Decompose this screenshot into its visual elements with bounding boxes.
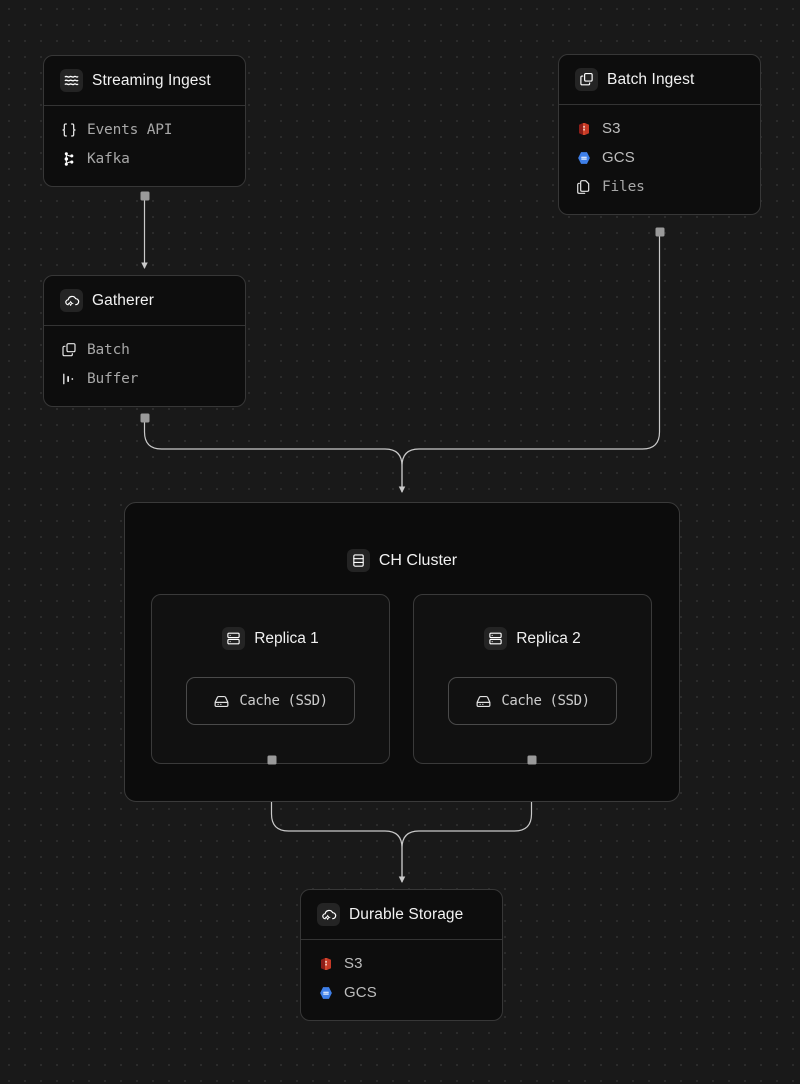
- edge-batch-to-cluster: [401, 232, 661, 492]
- aws-s3-icon: [317, 955, 334, 972]
- database-icon: [346, 549, 370, 572]
- list-item-buffer[interactable]: Buffer: [60, 364, 229, 393]
- google-cloud-storage-icon: [317, 984, 334, 1001]
- gatherer-title: Gatherer: [92, 291, 154, 309]
- replica-1-title: Replica 1: [254, 629, 319, 647]
- batch-ingest-items: S3 GCS File: [559, 104, 760, 214]
- aws-s3-icon: [575, 120, 592, 137]
- handle-replica-1-out[interactable]: [267, 755, 276, 765]
- list-item-label: Files: [602, 178, 645, 195]
- node-ch-cluster[interactable]: CH Cluster Replica 1: [124, 502, 680, 802]
- durable-storage-items: S3 GCS: [301, 939, 502, 1020]
- list-item-s3[interactable]: S3: [317, 949, 486, 978]
- durable-storage-title: Durable Storage: [349, 905, 464, 923]
- buffer-bars-icon: [60, 370, 77, 387]
- handle-replica-2-out[interactable]: [527, 755, 536, 765]
- google-cloud-storage-icon: [575, 149, 592, 166]
- hard-drive-icon: [213, 693, 230, 710]
- server-icon: [484, 627, 508, 650]
- list-item-label: Buffer: [87, 370, 139, 387]
- node-replica-2[interactable]: Replica 2 Cache (SSD): [413, 594, 652, 764]
- batch-ingest-title: Batch Ingest: [607, 70, 695, 88]
- handle-batch-ingest-out[interactable]: [655, 227, 664, 237]
- cache-label: Cache (SSD): [501, 693, 590, 709]
- list-item-label: Events API: [87, 121, 173, 138]
- handle-gatherer-out[interactable]: [140, 413, 149, 423]
- node-durable-storage[interactable]: Durable Storage S3: [300, 889, 503, 1021]
- cache-ssd-replica-2[interactable]: Cache (SSD): [448, 677, 617, 725]
- streaming-ingest-header: Streaming Ingest: [44, 56, 245, 105]
- batch-ingest-header: Batch Ingest: [559, 55, 760, 104]
- server-icon: [222, 627, 246, 650]
- list-item-s3[interactable]: S3: [575, 114, 744, 143]
- list-item-gcs[interactable]: GCS: [317, 978, 486, 1007]
- handle-streaming-ingest-out[interactable]: [140, 191, 149, 201]
- node-streaming-ingest[interactable]: Streaming Ingest Events API: [43, 55, 246, 187]
- replica-2-header: Replica 2: [414, 595, 651, 650]
- list-item-label: Kafka: [87, 150, 130, 167]
- streaming-ingest-items: Events API Kafka: [44, 105, 245, 186]
- ch-cluster-header: CH Cluster: [125, 503, 679, 572]
- kafka-icon: [60, 150, 77, 167]
- ch-cluster-title: CH Cluster: [378, 551, 458, 569]
- node-replica-1[interactable]: Replica 1 Cache (SSD): [151, 594, 390, 764]
- list-item-kafka[interactable]: Kafka: [60, 144, 229, 173]
- list-item-gcs[interactable]: GCS: [575, 143, 744, 172]
- list-item-label: GCS: [344, 984, 377, 1001]
- copy-stack-icon: [60, 341, 77, 358]
- list-item-label: S3: [602, 120, 621, 137]
- list-item-batch[interactable]: Batch: [60, 335, 229, 364]
- gatherer-header: Gatherer: [44, 276, 245, 325]
- cloud-cog-icon: [60, 289, 83, 312]
- replica-1-header: Replica 1: [152, 595, 389, 650]
- cloud-cog-icon: [317, 903, 340, 926]
- replica-2-title: Replica 2: [516, 629, 581, 647]
- list-item-events-api[interactable]: Events API: [60, 115, 229, 144]
- node-batch-ingest[interactable]: Batch Ingest S3: [558, 54, 761, 215]
- edge-gatherer-to-cluster: [143, 418, 406, 493]
- list-item-label: S3: [344, 955, 363, 972]
- gatherer-items: Batch Buffer: [44, 325, 245, 406]
- hard-drive-icon: [475, 693, 492, 710]
- braces-icon: [60, 121, 77, 138]
- durable-storage-header: Durable Storage: [301, 890, 502, 939]
- cache-ssd-replica-1[interactable]: Cache (SSD): [186, 677, 355, 725]
- node-gatherer[interactable]: Gatherer Batch: [43, 275, 246, 407]
- list-item-label: GCS: [602, 149, 635, 166]
- copy-stack-icon: [575, 68, 598, 91]
- streaming-ingest-title: Streaming Ingest: [92, 71, 211, 89]
- files-icon: [575, 178, 592, 195]
- list-item-label: Batch: [87, 341, 130, 358]
- waves-icon: [60, 69, 83, 92]
- list-item-files[interactable]: Files: [575, 172, 744, 201]
- cache-label: Cache (SSD): [239, 693, 328, 709]
